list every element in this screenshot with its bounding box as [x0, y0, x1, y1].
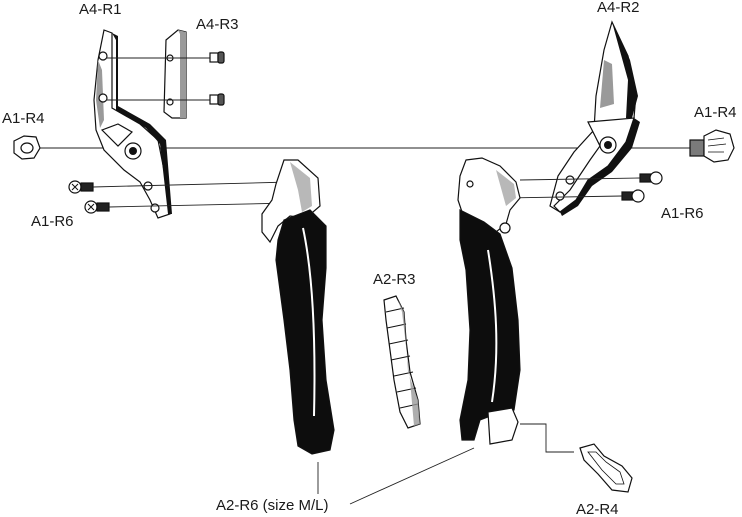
label-a2-r4: A2-R4 — [576, 501, 619, 517]
label-a2-r6: A2-R6 (size M/L) — [216, 497, 329, 514]
label-a4-r1: A4-R1 — [79, 1, 122, 18]
label-a1-r6-right: A1-R6 — [661, 205, 704, 222]
spring-a2-r3 — [383, 295, 421, 429]
screw-a1-r6-right-bottom — [621, 189, 645, 203]
label-a1-r4-right: A1-R4 — [694, 104, 737, 121]
cutting-blade-a4-r2 — [549, 20, 640, 216]
label-a4-r2: A4-R2 — [597, 0, 640, 16]
screw-a1-r6-left-bottom — [84, 200, 110, 214]
label-a1-r4-left: A1-R4 — [2, 110, 45, 127]
label-a2-r3: A2-R3 — [373, 271, 416, 288]
left-handle — [261, 159, 335, 455]
lock-catch-a2-r4 — [579, 443, 633, 493]
anvil-blade-a4-r1 — [93, 29, 172, 219]
screw-a1-r6-right-top — [639, 171, 663, 185]
screw-a4-r3-bottom — [209, 93, 225, 106]
plate-a4-r3 — [163, 29, 187, 119]
label-a4-r3: A4-R3 — [196, 16, 239, 33]
screw-a1-r6-left-top — [68, 180, 94, 194]
label-a1-r6-left: A1-R6 — [31, 213, 74, 230]
screw-a4-r3-top — [209, 51, 225, 64]
right-handle — [457, 157, 521, 445]
bolt-a1-r4-right — [689, 129, 735, 163]
nut-a1-r4-left — [13, 135, 41, 160]
